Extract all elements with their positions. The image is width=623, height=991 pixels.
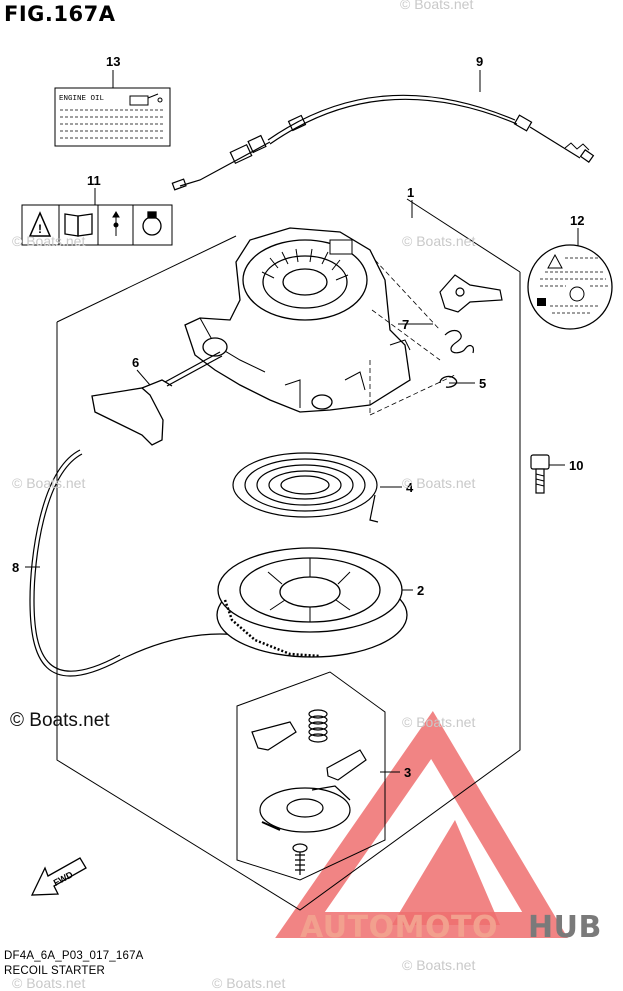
warning-label-11[interactable]: !	[21, 204, 173, 246]
manual-book-icon	[64, 213, 93, 237]
callout-5: 5	[479, 376, 486, 391]
brand-part-2: HUB	[528, 910, 602, 945]
copyright-text: © Boats.net	[10, 710, 110, 731]
watermark: © Boats.net	[12, 475, 86, 491]
assembly-outline	[56, 198, 521, 911]
warning-triangle-icon: !	[28, 211, 52, 237]
bolt-10[interactable]	[530, 454, 550, 494]
engine-oil-label-13[interactable]: ENGINE OIL	[54, 87, 171, 147]
leader-lines	[25, 70, 579, 773]
callout-9: 9	[476, 54, 483, 69]
rope-8[interactable]	[29, 449, 261, 677]
callout-6: 6	[132, 355, 139, 370]
figure-title: FIG.167A	[4, 2, 116, 26]
callout-4: 4	[406, 480, 414, 495]
figure-name: RECOIL STARTER	[4, 965, 105, 977]
watermark: © Boats.net	[212, 975, 286, 991]
watermark: © Boats.net	[12, 233, 86, 249]
watermark: © Boats.net	[402, 233, 476, 249]
clip-5[interactable]	[439, 375, 458, 388]
ratchet-kit-3[interactable]	[236, 671, 386, 881]
starter-case-1[interactable]	[184, 227, 411, 413]
callout-10: 10	[569, 458, 583, 473]
brand-part-1: AUTOMOTO	[300, 910, 498, 945]
watermark: © Boats.net	[12, 975, 86, 991]
watermark: © Boats.net	[402, 714, 476, 730]
watermark: © Boats.net	[400, 0, 474, 12]
callout-12: 12	[570, 213, 584, 228]
svg-text:!: !	[38, 222, 42, 236]
callout-3: 3	[404, 765, 411, 780]
round-label-12[interactable]	[527, 244, 613, 330]
callout-1: 1	[407, 185, 414, 200]
callout-11: 11	[87, 173, 101, 188]
automotohub-wordmark: AUTOMOTO HUB	[300, 910, 602, 945]
callout-2: 2	[417, 583, 424, 598]
engine-oil-text: ENGINE OIL	[59, 95, 105, 103]
figure-code: DF4A_6A_P03_017_167A	[4, 950, 144, 962]
watermark: © Boats.net	[402, 475, 476, 491]
callout-numbers: 1 2 3 4 5 6 7 8 9 10 11 12 13	[12, 54, 584, 780]
oil-can-icon	[129, 93, 163, 106]
callout-8: 8	[12, 560, 19, 575]
cap-icon	[142, 211, 162, 236]
callout-7: 7	[402, 317, 409, 332]
cable-9[interactable]	[171, 94, 595, 191]
stop-lever-7[interactable]	[439, 274, 503, 354]
callout-13: 13	[106, 54, 120, 69]
fwd-arrow-icon: FWD	[30, 857, 87, 896]
lever-icon	[112, 211, 120, 236]
recoil-spring-4[interactable]	[232, 452, 379, 523]
reference-dashes	[369, 259, 456, 416]
starter-handle-6[interactable]	[91, 351, 223, 446]
reel-2[interactable]	[216, 547, 408, 658]
watermark: © Boats.net	[402, 957, 476, 973]
automotohub-logo	[275, 710, 568, 938]
